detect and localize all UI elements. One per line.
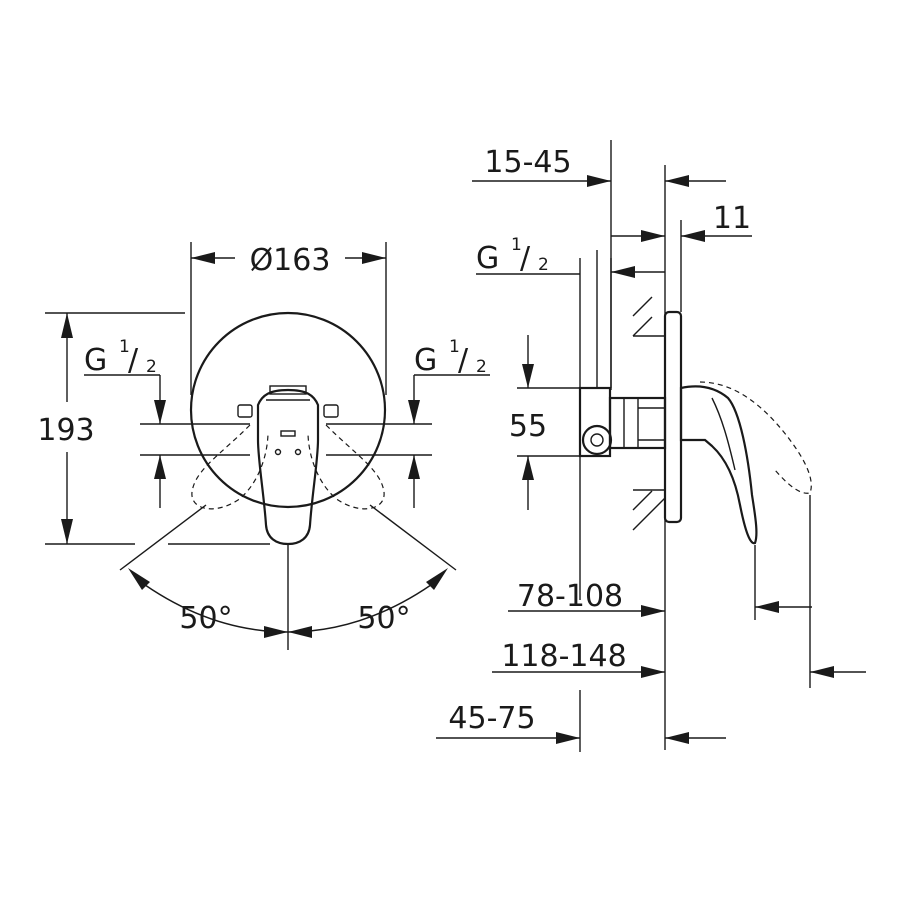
inlet-left-G: G: [84, 343, 107, 378]
wall-plate: [663, 310, 683, 524]
handle-swing-left-ghost: [191, 424, 269, 510]
inlet-left-den: 2: [146, 357, 157, 377]
lever-side-ghost: [699, 381, 812, 494]
handle-swing-right-ghost: [307, 424, 385, 510]
valve-right: [323, 404, 339, 418]
lever-handle: [256, 388, 320, 546]
svg-text:/: /: [520, 241, 531, 276]
escutcheon-rosette: [189, 311, 387, 509]
lever-side: [679, 385, 758, 545]
angle-right-label: 50°: [357, 601, 410, 636]
dim-11: 11: [713, 201, 751, 236]
side-inlet-num: 1: [511, 235, 522, 255]
dim-15-45: 15-45: [484, 145, 571, 180]
inlet-right-G: G: [414, 343, 437, 378]
angle-left-label: 50°: [179, 601, 232, 636]
front-view: Ø163 193 G 1 / 2 G 1 / 2: [37, 242, 490, 650]
inlet-port: [581, 424, 613, 456]
side-view: 15-45 11 G 1 / 2 55 78-108: [436, 140, 866, 752]
diameter-label: Ø163: [250, 243, 331, 278]
valve-left: [237, 404, 253, 418]
dim-78-108: 78-108: [517, 579, 623, 614]
inlet-right-num: 1: [449, 337, 460, 357]
inlet-right-den: 2: [476, 357, 487, 377]
side-inlet-den: 2: [538, 255, 549, 275]
inlet-left-num: 1: [119, 337, 130, 357]
dim-45-75: 45-75: [448, 701, 535, 736]
svg-text:/: /: [128, 343, 139, 378]
height-label: 193: [37, 413, 94, 448]
svg-text:/: /: [458, 343, 469, 378]
dim-118-148: 118-148: [501, 639, 626, 674]
dim-55: 55: [509, 409, 547, 444]
wall-hatch: [632, 296, 666, 531]
side-inlet-G: G: [476, 241, 499, 276]
